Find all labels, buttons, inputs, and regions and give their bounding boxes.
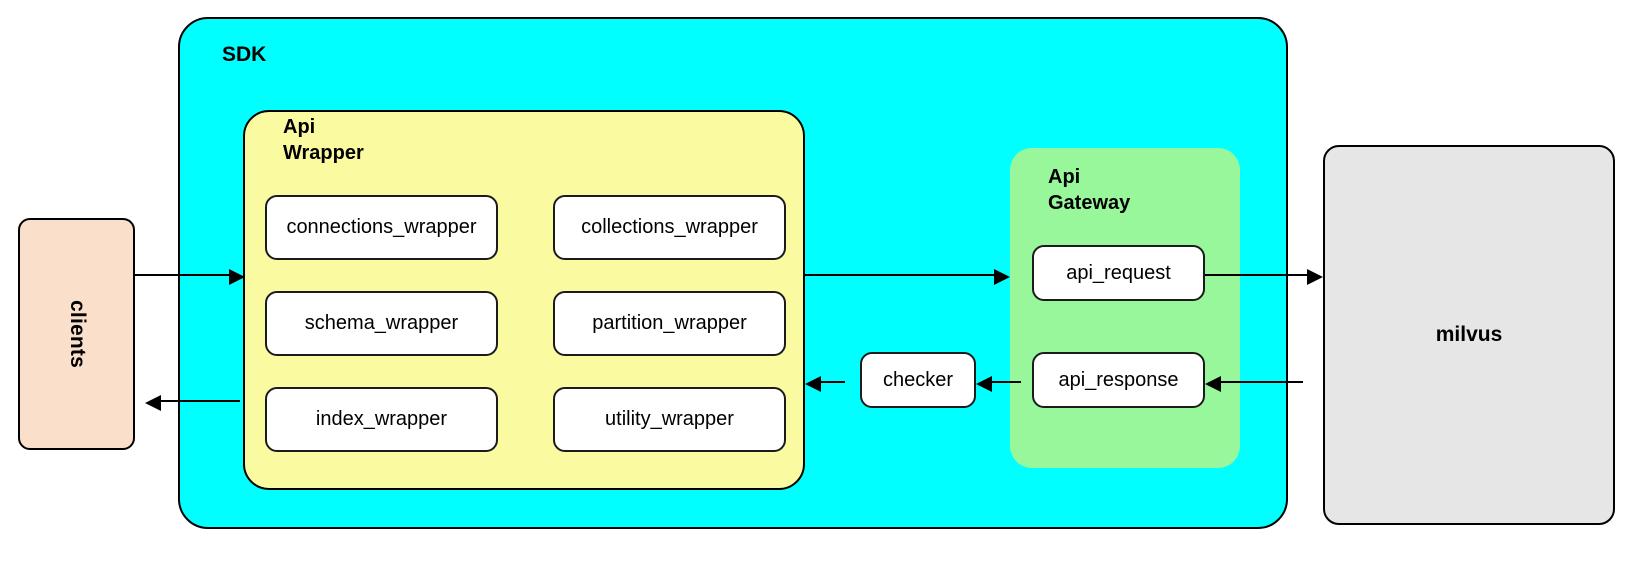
api-gateway-label: Api Gateway	[1048, 166, 1131, 214]
node-checker[interactable]: checker	[860, 352, 976, 408]
node-index-wrapper[interactable]: index_wrapper	[265, 387, 498, 452]
arrow-api-wrapper-to-api-gateway	[805, 269, 1010, 285]
arrow-checker-to-api-wrapper	[805, 376, 845, 392]
node-connections-wrapper[interactable]: connections_wrapper	[265, 195, 498, 260]
clients-label: clients	[65, 300, 89, 368]
arrow-sdk-to-clients	[145, 395, 240, 411]
node-partition-wrapper[interactable]: partition_wrapper	[553, 291, 786, 356]
node-collections-wrapper[interactable]: collections_wrapper	[553, 195, 786, 260]
api-wrapper-label: Api Wrapper	[283, 116, 364, 164]
node-schema-wrapper[interactable]: schema_wrapper	[265, 291, 498, 356]
node-api-request[interactable]: api_request	[1032, 245, 1205, 301]
arrow-api-request-to-milvus	[1205, 269, 1323, 285]
node-utility-wrapper[interactable]: utility_wrapper	[553, 387, 786, 452]
clients-box: clients	[18, 218, 135, 450]
arrow-clients-to-sdk	[135, 269, 245, 285]
arrow-api-response-to-checker	[976, 376, 1021, 392]
api-gateway-container	[1010, 148, 1240, 468]
sdk-label: SDK	[222, 43, 267, 66]
milvus-box: milvus	[1323, 145, 1615, 525]
milvus-label: milvus	[1435, 323, 1503, 346]
node-api-response[interactable]: api_response	[1032, 352, 1205, 408]
arrow-milvus-to-api-response	[1205, 376, 1303, 392]
